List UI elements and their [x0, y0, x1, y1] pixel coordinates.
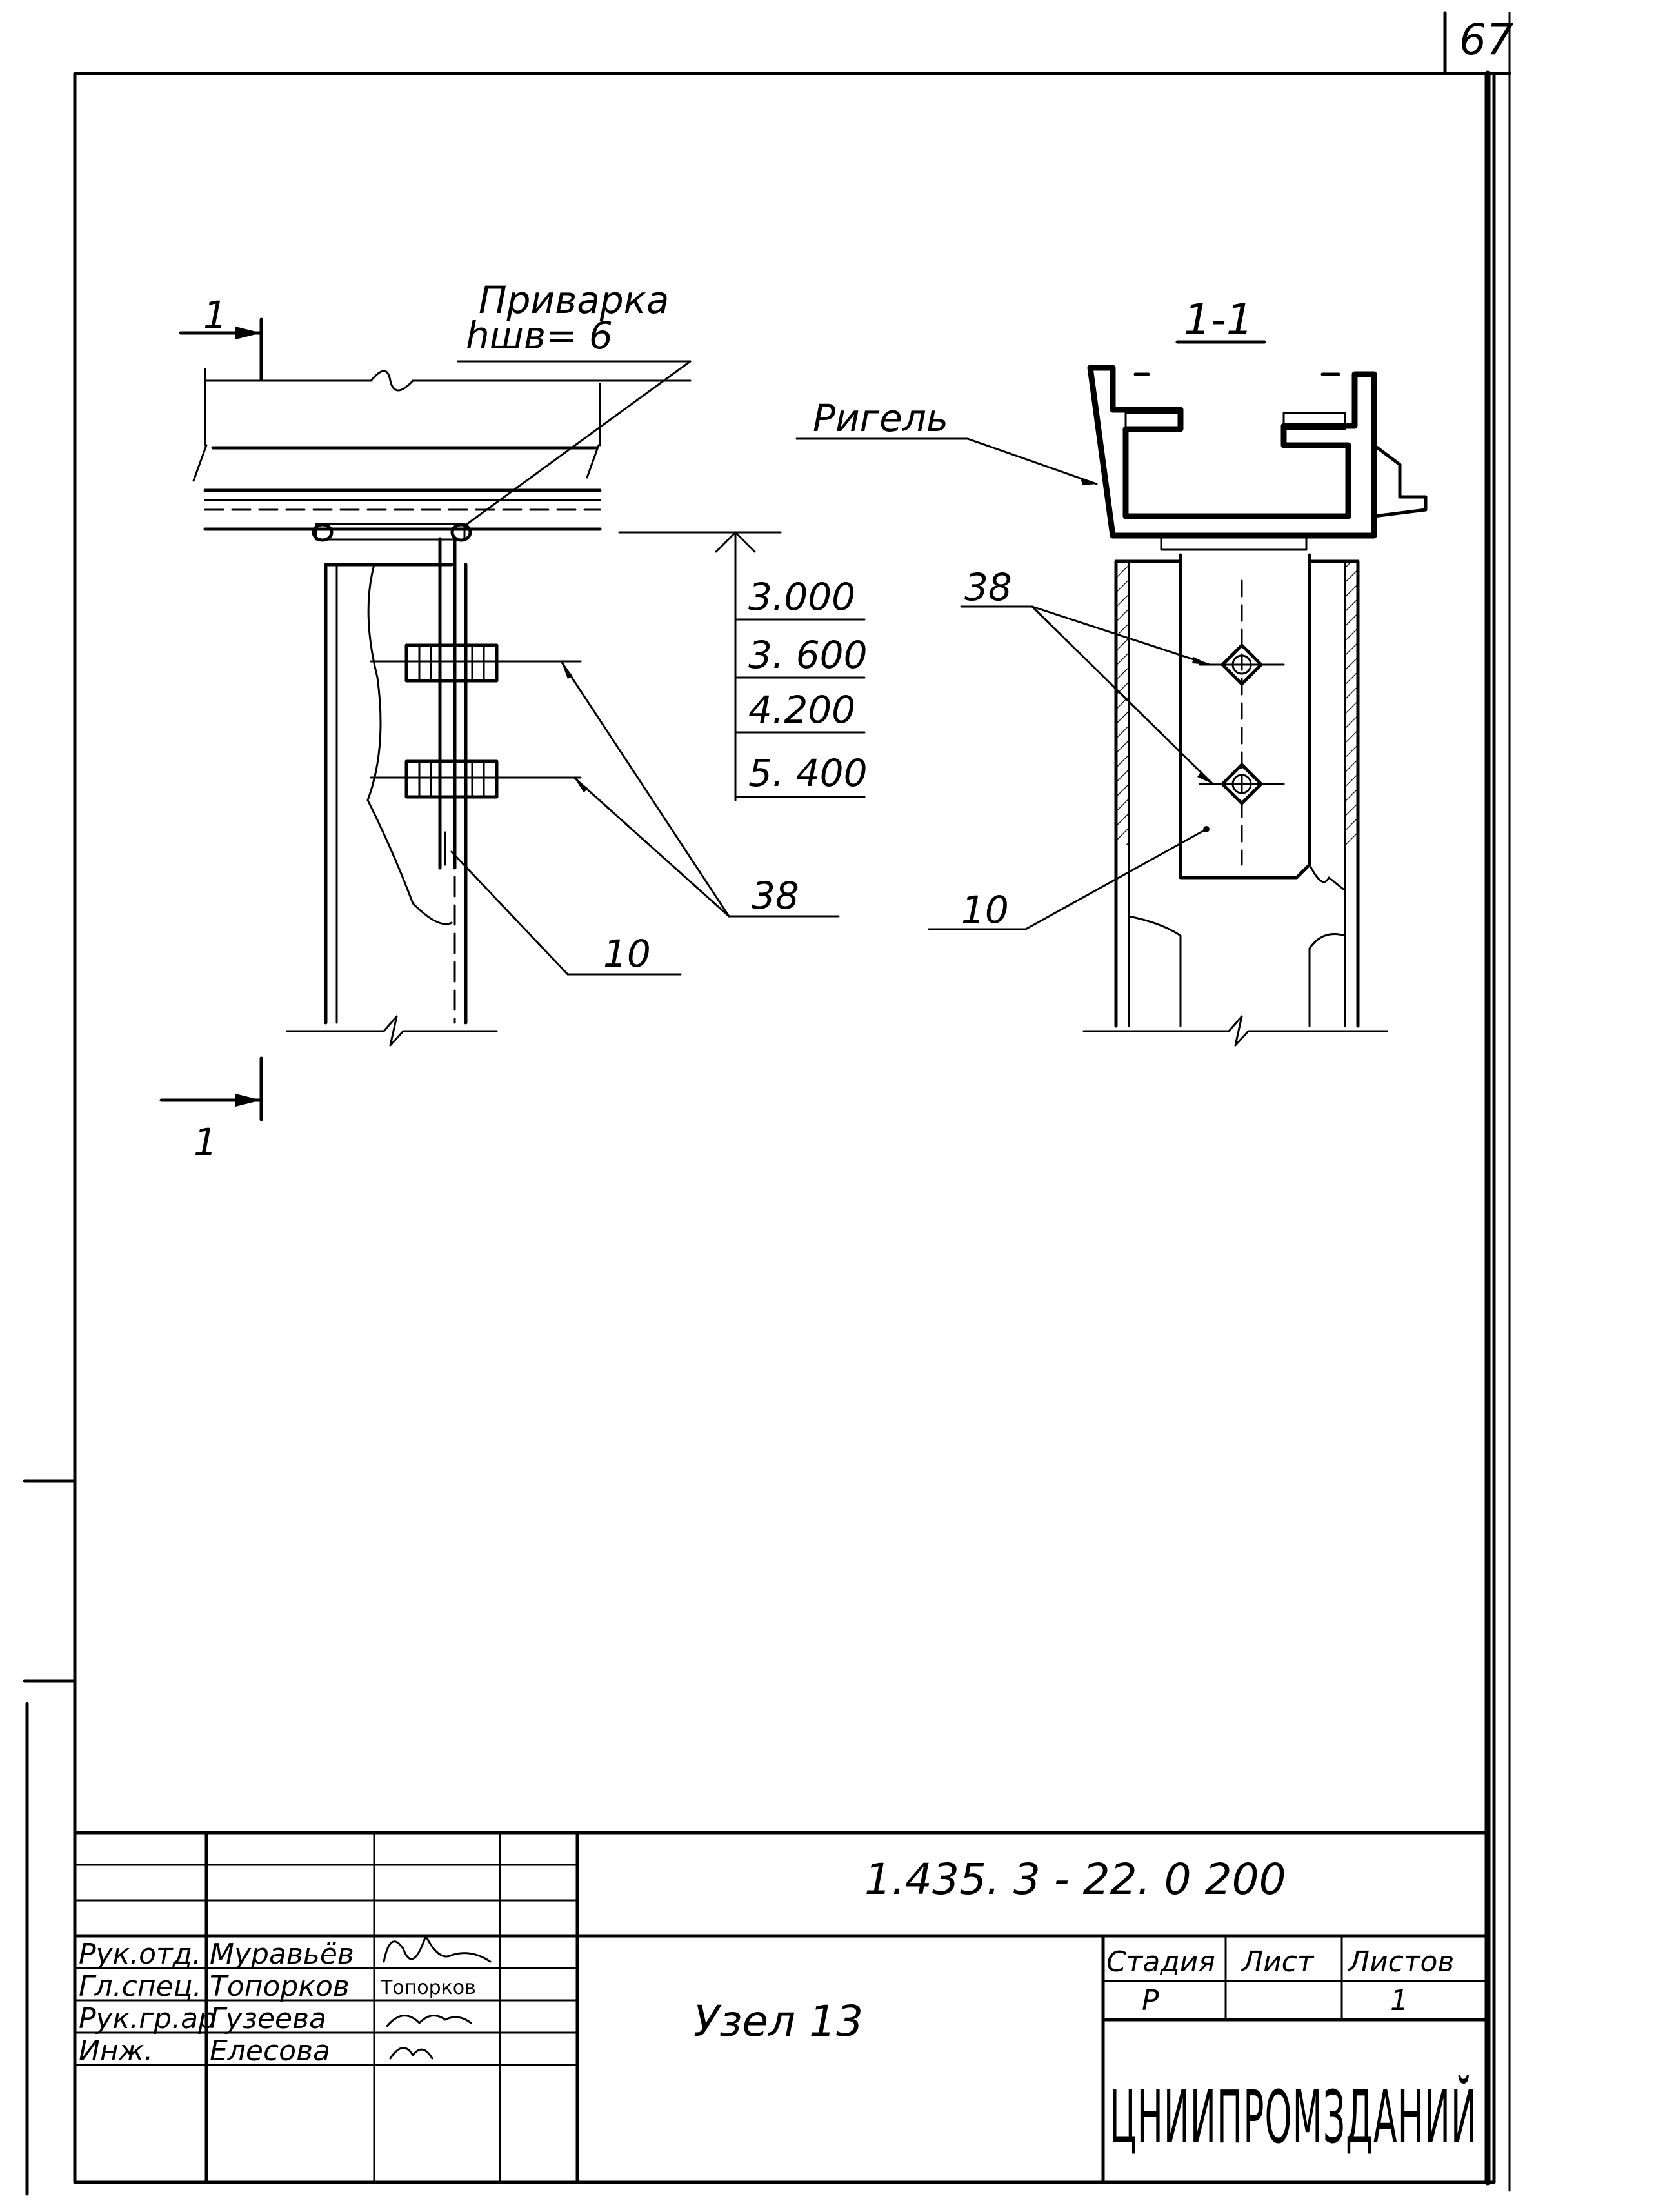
- role-1: Рук.отд.: [79, 1938, 201, 1971]
- level-1: 3.000: [748, 575, 855, 619]
- role-3: Рук.гр.ар: [79, 2002, 216, 2035]
- stage-value: Р: [1142, 1984, 1159, 2017]
- org-stamp: ЦНИИПРОМЗДАНИЙ: [1110, 2075, 1477, 2160]
- bolt-lower: [370, 759, 582, 799]
- elevation-view: [159, 317, 866, 1121]
- bolt-upper: [370, 643, 582, 683]
- sheet-header: Лист: [1241, 1946, 1315, 1978]
- bolt-head-lower: [1199, 763, 1285, 805]
- level-3: 4.200: [748, 688, 855, 732]
- section-mark-bottom: 1: [194, 1120, 217, 1164]
- page-number: 67: [1459, 15, 1513, 65]
- node-title: Узел 13: [693, 1996, 863, 2046]
- section-view: [795, 340, 1428, 1047]
- signature-4: [389, 2047, 433, 2060]
- signature-3: [386, 2015, 472, 2027]
- sheets-value: 1: [1390, 1984, 1408, 2017]
- sheets-header: Листов: [1347, 1946, 1454, 1978]
- level-4: 5. 400: [748, 751, 867, 795]
- stage-header: Стадия: [1106, 1946, 1215, 1978]
- role-2: Гл.спец.: [79, 1970, 202, 2003]
- section-title: 1-1: [1184, 295, 1253, 345]
- name-2: Топорков: [210, 1970, 350, 2003]
- role-4: Инж.: [79, 2035, 153, 2067]
- beam-label: Ригель: [813, 396, 948, 440]
- name-3: Гузеева: [210, 2002, 326, 2035]
- callout-38-left: 38: [752, 874, 799, 918]
- weld-size: hшв= 6: [466, 314, 613, 357]
- title-block: [73, 1831, 1490, 2184]
- callout-10-left: 10: [603, 932, 651, 976]
- name-4: Елесова: [210, 2035, 330, 2067]
- sign-2: Топорков: [380, 1976, 476, 1999]
- bolt-head-upper: [1199, 643, 1285, 686]
- weld-note: Приварка: [479, 278, 669, 322]
- signature-1: [383, 1935, 492, 1963]
- doc-code: 1.435. 3 - 22. 0 200: [864, 1855, 1286, 1904]
- callout-10-right: 10: [961, 888, 1009, 932]
- name-1: Муравьёв: [210, 1938, 354, 1971]
- level-2: 3. 600: [748, 633, 867, 677]
- section-mark-top: 1: [203, 293, 227, 337]
- sheet-frame: [23, 11, 1511, 2196]
- callout-38-right: 38: [964, 565, 1012, 609]
